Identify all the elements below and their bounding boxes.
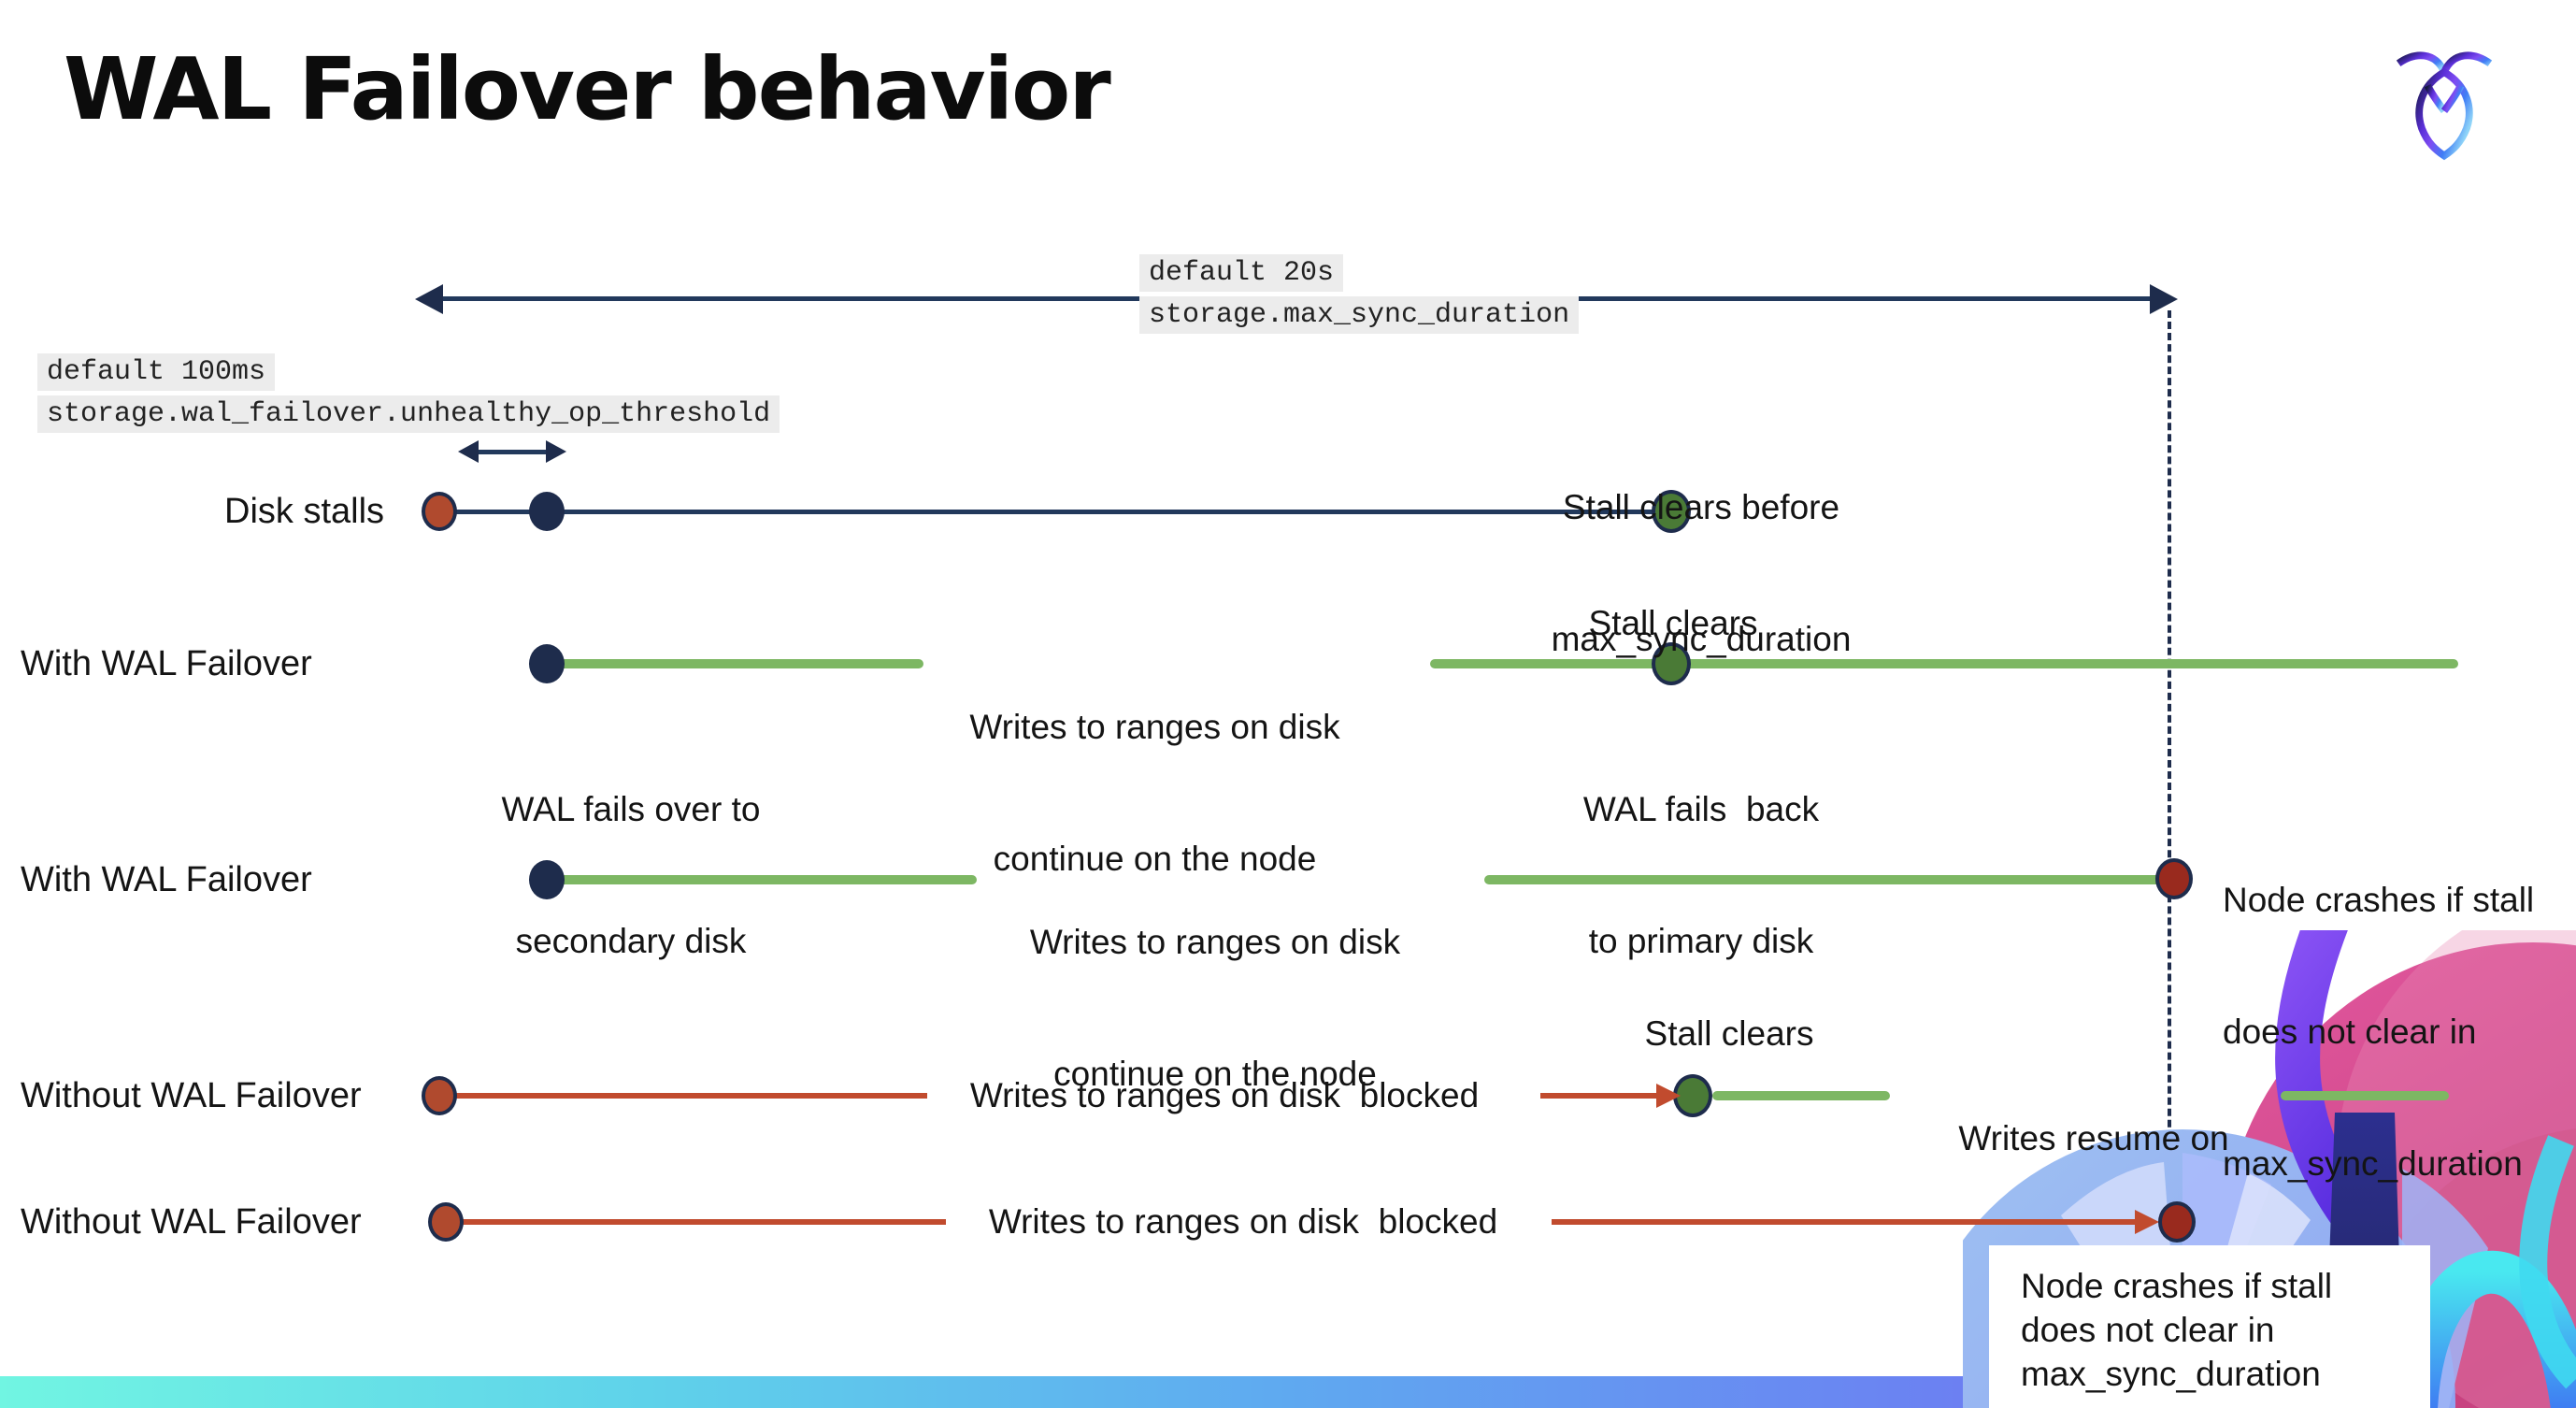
unhealthy-op-default-label: default 100ms [37,353,276,391]
max-sync-setting-label: storage.max_sync_duration [1139,296,1580,334]
stall-start-dot [422,492,457,531]
blocked-arrowhead-1-icon [1656,1084,1681,1108]
failover-dot [529,644,565,683]
note-writes-blocked-2: Writes to ranges on disk blocked [988,1202,1498,1241]
row-label-disk-stalls: Disk stalls [224,492,385,531]
writes-continue-2-line-a [547,875,977,884]
blocked-arrow-line-2 [1552,1219,2140,1225]
note-writes-continue-1: Writes to ranges on disk continue on the… [969,708,1340,878]
page-title: WAL Failover behavior [64,39,1111,139]
writes-resume-line-b [2281,1091,2449,1100]
max-sync-default-label: default 20s [1139,254,1344,292]
stall-start-dot-3 [428,1202,464,1242]
writes-blocked-line-1 [439,1093,927,1099]
max-sync-deadline-dashed-line [2168,310,2171,1217]
node-crash-dot-1 [2155,858,2193,899]
arrow-left-icon [415,284,443,314]
writes-continue-2-line-b [1484,875,2161,884]
node-crashes-callout-box: Node crashes if stall does not clear in … [1989,1245,2430,1408]
writes-continue-line-b [1430,659,2458,668]
note-stall-clears-1: Stall clears [1588,604,1758,642]
short-arrow-right-icon [546,440,566,463]
note-wal-fails-back: WAL fails back to primary disk [1582,790,1820,960]
stall-clears-dot [1652,490,1691,533]
note-node-crashes-2: Node crashes if stall does not clear in … [2021,1267,2333,1393]
row-label-with-wal-2: With WAL Failover [21,860,312,899]
failback-dot [1652,642,1691,685]
note-writes-blocked-1: Writes to ranges on disk blocked [969,1076,1480,1114]
stall-start-dot-2 [422,1076,457,1115]
note-stall-clears-before: Stall clears before max_sync_duration [1551,488,1852,658]
note-stall-clears-2: Stall clears [1644,1014,1814,1053]
cockroachdb-logo-icon [2396,51,2493,161]
arrow-right-icon [2150,284,2178,314]
max-sync-duration-callout: default 20s storage.max_sync_duration [1139,254,1580,338]
note-wal-fails-over: WAL fails over to secondary disk [501,790,761,960]
blocked-arrowhead-2-icon [2135,1210,2159,1234]
writes-resume-line-a [1712,1091,1890,1100]
writes-blocked-line-2 [446,1219,946,1225]
failover-dot-2 [529,860,565,899]
row-label-without-wal-1: Without WAL Failover [21,1076,362,1115]
unhealthy-op-threshold-callout: default 100ms storage.wal_failover.unhea… [37,353,780,438]
short-arrow-left-icon [458,440,479,463]
unhealthy-op-arrow-line [475,450,546,454]
row-label-with-wal-1: With WAL Failover [21,644,312,683]
threshold-dot [529,492,565,531]
note-node-crashes-1: Node crashes if stall does not clear in … [2223,881,2535,1183]
disk-stall-timeline [439,510,1671,514]
writes-continue-line-a [547,659,923,668]
node-crash-dot-2 [2158,1201,2196,1243]
unhealthy-op-setting-label: storage.wal_failover.unhealthy_op_thresh… [37,395,780,433]
note-writes-continue-2: Writes to ranges on disk continue on the… [1029,923,1401,1093]
row-label-without-wal-2: Without WAL Failover [21,1202,362,1242]
blocked-arrow-line-1 [1540,1093,1662,1099]
